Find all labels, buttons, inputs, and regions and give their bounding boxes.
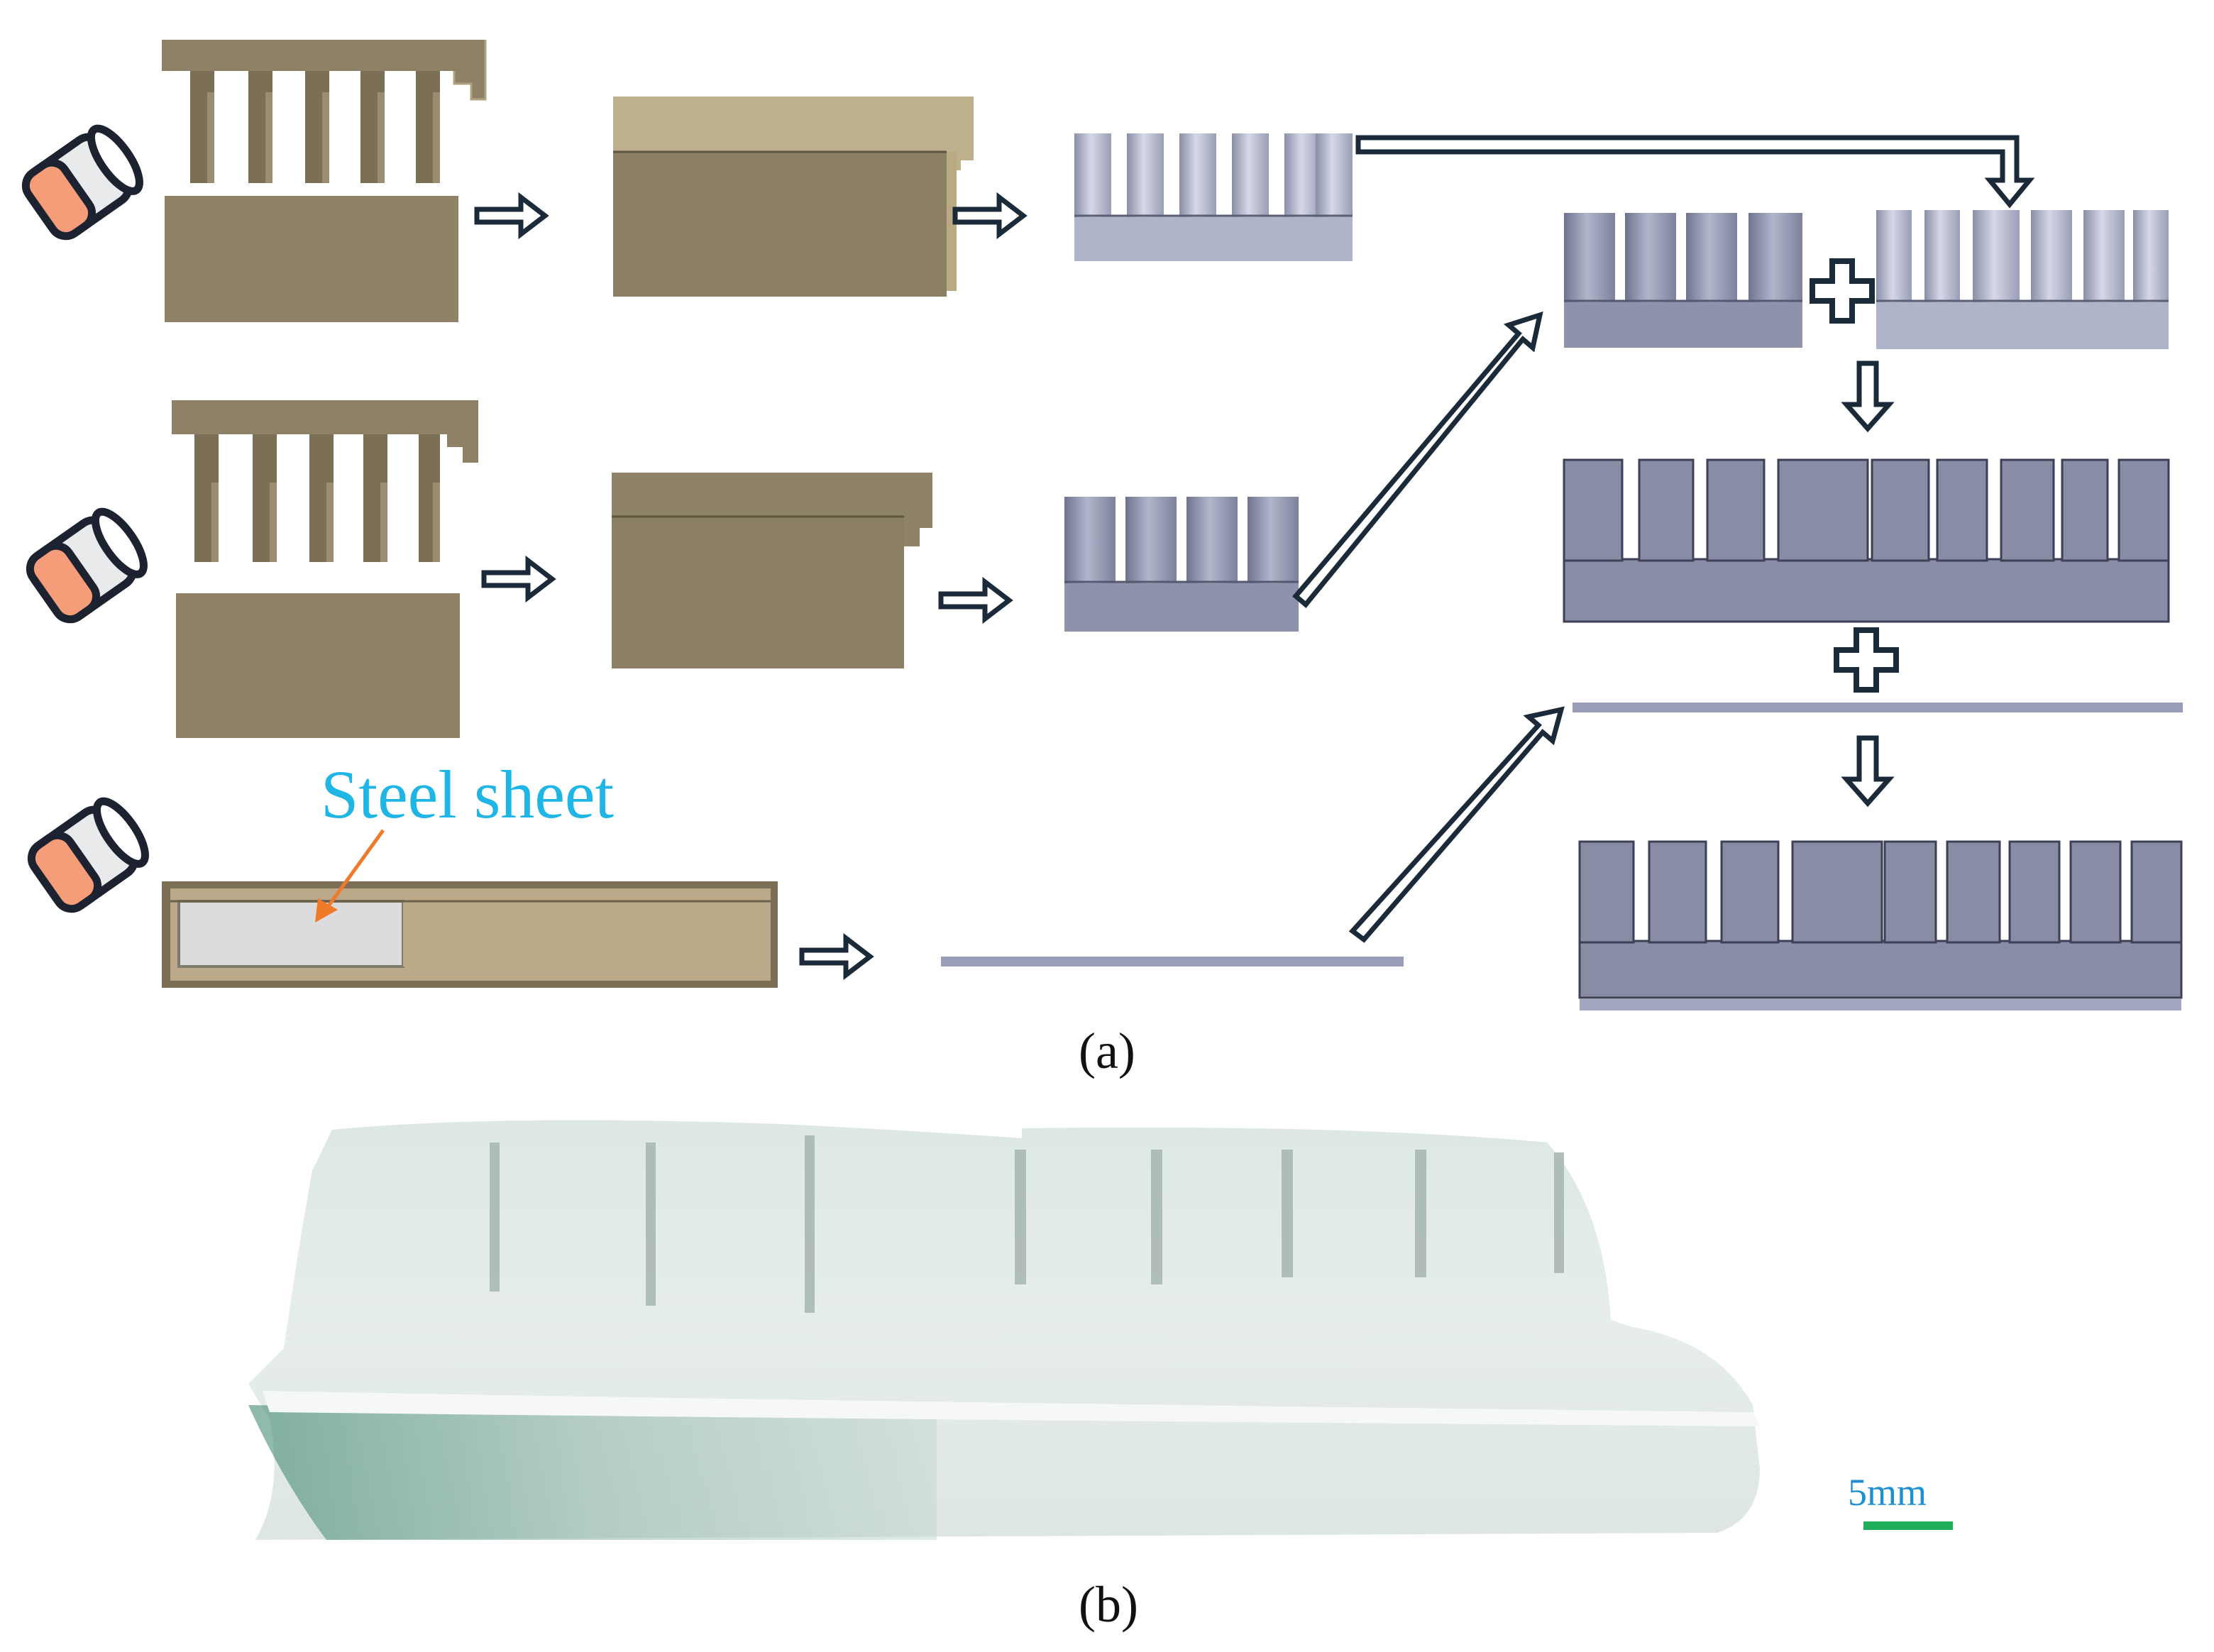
mold-base-2 <box>176 593 460 738</box>
part-4-fins-copy <box>1564 213 1802 348</box>
molded-part-5-fins <box>1074 133 1353 261</box>
plus-icon <box>1812 261 1872 321</box>
part-5-fins-copy <box>1876 210 2169 349</box>
scale-bar <box>1863 1521 1953 1530</box>
assembled-mold-2 <box>612 473 932 668</box>
spray-can-icon <box>24 505 153 625</box>
panel-b-label: (b) <box>1079 1576 1138 1633</box>
spray-can-icon <box>26 794 154 915</box>
arrow-right-icon <box>484 561 552 598</box>
steel-sheet-pointer <box>315 829 385 923</box>
scale-bar-label: 5mm <box>1848 1471 1927 1514</box>
combined-part-9-fins <box>1563 458 2170 623</box>
arrow-down-icon <box>1846 363 1889 429</box>
assembled-mold-1 <box>613 97 974 297</box>
steel-sheet-strip-2 <box>1573 703 2183 712</box>
arrow-diagonal-icon <box>1348 706 1565 943</box>
steel-sheet-label: Steel sheet <box>321 756 615 832</box>
arrow-down-icon <box>1846 738 1889 803</box>
final-part-on-steel <box>1578 840 2183 1011</box>
arrow-right-icon <box>941 582 1009 619</box>
mold-base-1 <box>165 196 458 322</box>
arrow-right-icon <box>955 197 1023 234</box>
steel-sheet-strip <box>941 957 1404 967</box>
arrow-right-icon <box>477 197 545 234</box>
molded-part-4-fins <box>1064 497 1299 632</box>
tray-mold <box>162 881 778 988</box>
comb-mold-top-2 <box>172 400 478 562</box>
sample-photo <box>248 1120 1760 1540</box>
panel-a-label: (a) <box>1079 1023 1135 1079</box>
plus-icon <box>1836 630 1896 690</box>
arrow-right-icon <box>802 938 870 975</box>
spray-can-icon <box>20 121 148 242</box>
arrow-bent-icon <box>1355 135 2035 209</box>
comb-mold-top-1 <box>162 40 487 183</box>
arrow-diagonal-icon <box>1292 311 1543 608</box>
